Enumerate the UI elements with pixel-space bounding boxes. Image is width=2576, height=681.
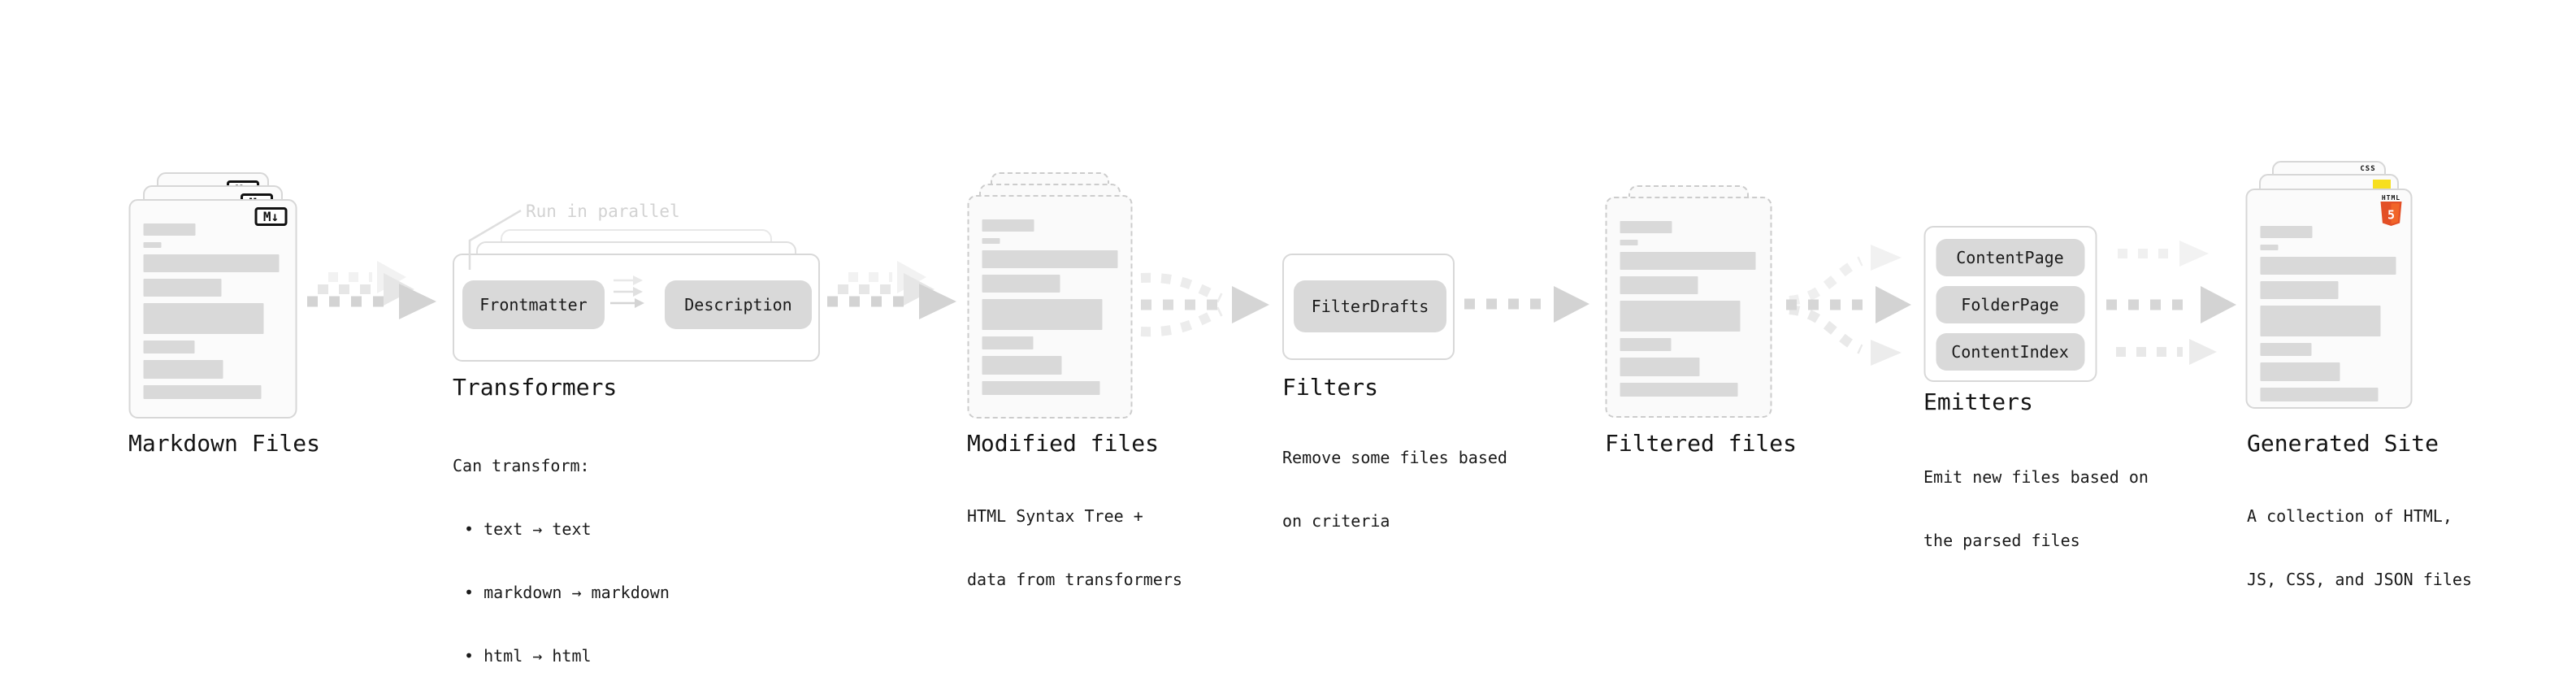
description-line: HTML Syntax Tree + <box>967 506 1143 526</box>
arrow-markdown-to-transformers <box>307 261 436 319</box>
transformers-title: Transformers <box>453 374 618 401</box>
contentpage-chip: ContentPage <box>1936 239 2084 276</box>
html5-shield: 5 <box>2380 202 2402 226</box>
description-line: Remove some files based <box>1282 448 1507 467</box>
filterdrafts-chip: FilterDrafts <box>1294 280 1446 332</box>
markdown-files-node: M↓ M↓ M↓ <box>127 172 299 419</box>
filters-title: Filters <box>1282 374 1379 401</box>
document-card: HTML 5 <box>2245 189 2413 409</box>
transformers-description: Can transform: • text → text • markdown … <box>453 413 670 681</box>
arrow-modified-to-filters-merge <box>1140 272 1269 337</box>
arrows-emitters-to-generated <box>2106 241 2236 365</box>
arrow-filters-to-filtered <box>1464 286 1589 323</box>
description-line: on criteria <box>1282 511 1390 531</box>
markdown-files-title: Markdown Files <box>128 430 321 457</box>
filtered-files-title: Filtered files <box>1605 430 1798 457</box>
document-card-dashed <box>967 195 1133 419</box>
transformer-panel: Frontmatter Description <box>453 254 820 362</box>
transformers-bullet: • html → html <box>464 646 592 666</box>
document-text-placeholder <box>1607 198 1771 397</box>
frontmatter-chip: Frontmatter <box>462 280 605 329</box>
contentindex-chip: ContentIndex <box>1936 333 2084 371</box>
document-text-placeholder <box>2248 190 2411 401</box>
filters-description: Remove some files based on criteria <box>1282 405 1507 574</box>
transformers-node: Frontmatter Description <box>453 229 820 364</box>
generated-site-node: CSS HTML 5 <box>2245 161 2413 410</box>
transformers-bullet: • markdown → markdown <box>464 583 670 602</box>
emitters-title: Emitters <box>1923 388 2033 415</box>
document-card-dashed <box>1605 197 1772 418</box>
transformers-bullet: • text → text <box>464 519 592 539</box>
folderpage-chip: FolderPage <box>1936 286 2084 323</box>
document-card: M↓ <box>128 199 297 419</box>
filters-node: FilterDrafts <box>1282 254 1455 360</box>
description-line: data from transformers <box>967 570 1182 589</box>
markdown-logo-icon: M↓ <box>254 207 288 226</box>
js-logo-icon <box>2373 180 2391 190</box>
generated-site-description: A collection of HTML, JS, CSS, and JSON … <box>2247 463 2472 632</box>
modified-files-node <box>967 172 1133 419</box>
arrow-filtered-to-emitters-fanout <box>1786 245 1911 366</box>
html5-logo-icon: HTML 5 <box>2380 194 2403 229</box>
svg-text:5: 5 <box>2387 208 2395 223</box>
emitters-panel: ContentPage FolderPage ContentIndex <box>1923 226 2097 382</box>
document-text-placeholder <box>131 201 296 399</box>
description-line: JS, CSS, and JSON files <box>2247 570 2472 589</box>
filters-panel: FilterDrafts <box>1282 254 1455 360</box>
modified-files-description: HTML Syntax Tree + data from transformer… <box>967 463 1182 632</box>
transformers-intro: Can transform: <box>453 456 590 475</box>
description-line: the parsed files <box>1923 531 2080 550</box>
emitters-description: Emit new files based on the parsed files <box>1923 424 2149 593</box>
run-in-parallel-annotation: Run in parallel <box>526 202 680 221</box>
arrow-transformers-to-modified <box>827 261 956 319</box>
generated-site-title: Generated Site <box>2247 430 2439 457</box>
description-chip: Description <box>665 280 812 329</box>
filtered-files-node <box>1605 185 1772 419</box>
document-text-placeholder <box>969 197 1131 395</box>
description-line: Emit new files based on <box>1923 467 2149 487</box>
modified-files-title: Modified files <box>967 430 1160 457</box>
html5-word: HTML <box>2381 194 2401 202</box>
emitters-node: ContentPage FolderPage ContentIndex <box>1923 226 2097 382</box>
description-line: A collection of HTML, <box>2247 506 2452 526</box>
